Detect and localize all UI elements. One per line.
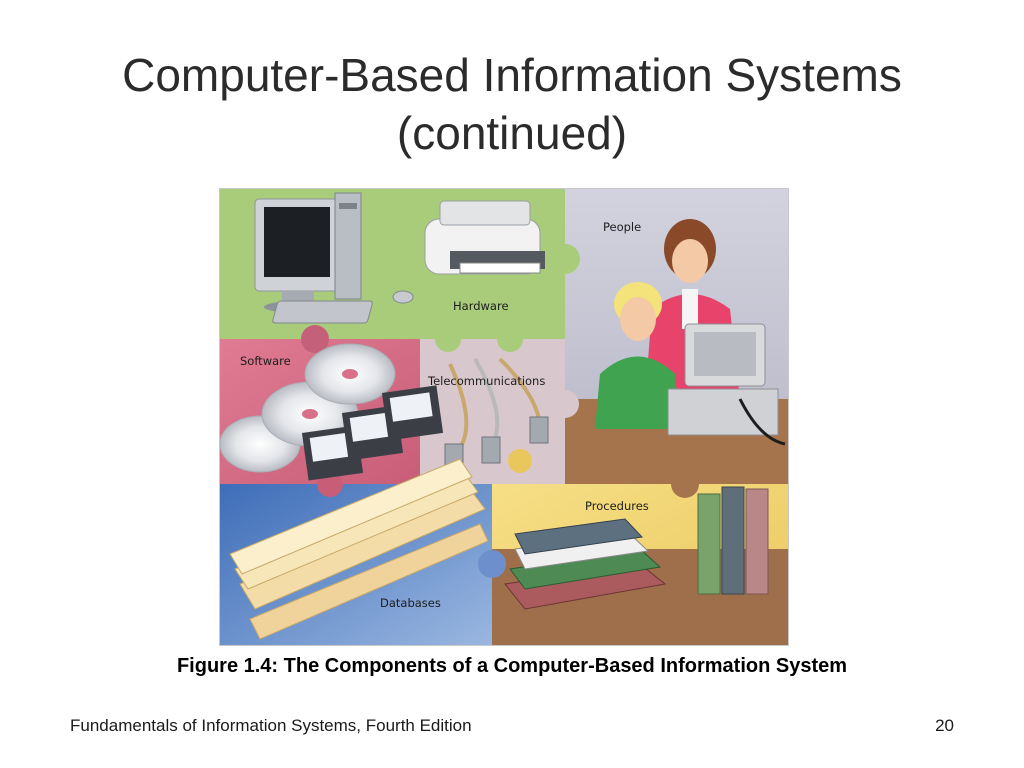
components-figure: Hardware People Software Telecommunicati… (219, 188, 789, 646)
puzzle-illustration: Hardware People Software Telecommunicati… (220, 189, 788, 645)
printer-illustration (424, 200, 545, 275)
footer-book-title: Fundamentals of Information Systems, Fou… (70, 716, 472, 735)
figure-caption: Figure 1.4: The Components of a Computer… (176, 655, 848, 677)
slide-title: Computer-Based Information Systems (cont… (0, 46, 1024, 162)
label-telecommunications: Telecommunications (427, 374, 545, 388)
slide-title-line1: Computer-Based Information Systems (122, 49, 902, 101)
slide-title-line2: (continued) (396, 107, 628, 159)
procedures-illustration (504, 486, 769, 610)
label-databases: Databases (380, 596, 441, 610)
label-software: Software (240, 354, 291, 368)
label-hardware: Hardware (453, 299, 509, 313)
label-people: People (603, 220, 641, 234)
slide-number: 20 (935, 716, 954, 735)
label-procedures: Procedures (585, 499, 649, 513)
databases-illustration (229, 458, 489, 640)
monitor-illustration (254, 192, 414, 324)
people-illustration (595, 219, 786, 446)
software-illustration (220, 343, 444, 481)
